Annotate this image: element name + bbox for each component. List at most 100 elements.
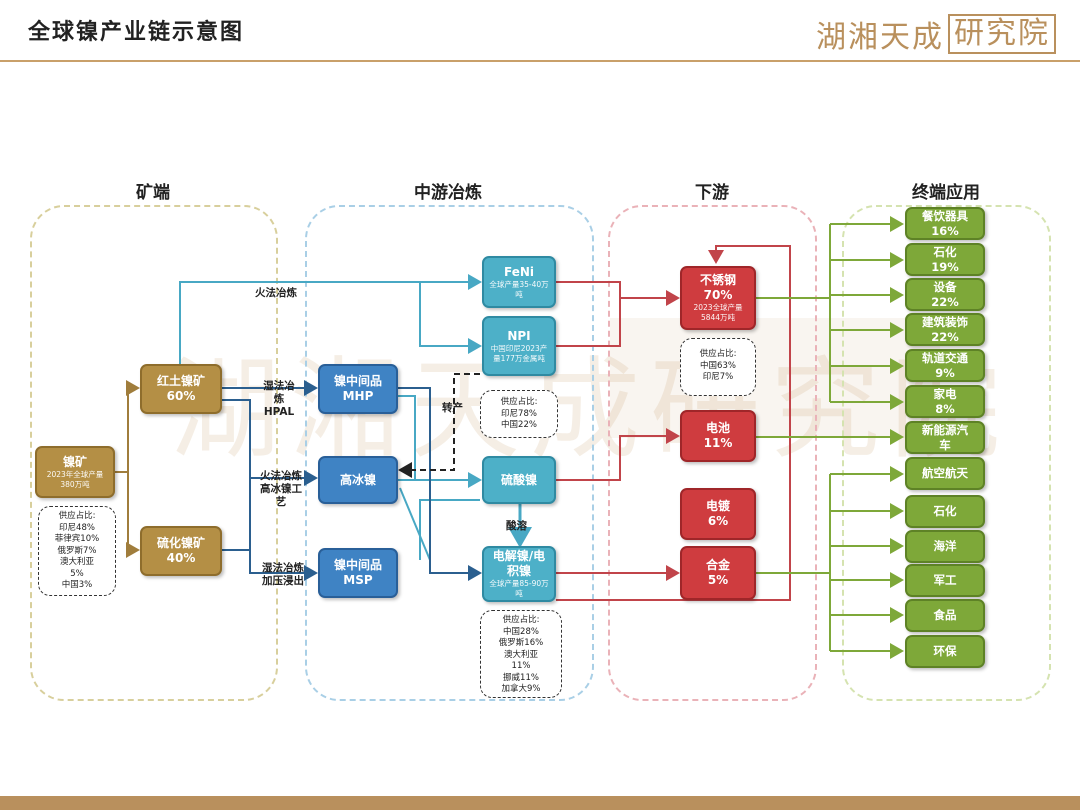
logo-text: 湖湘天成: [816, 20, 944, 55]
node-electro-nickel-name: 电解镍/电积镍: [492, 549, 546, 578]
app-item[interactable]: 设备22%: [905, 278, 985, 311]
app-item[interactable]: 石化19%: [905, 243, 985, 276]
supply-box-ore: 供应占比: 印尼48% 菲律宾10% 俄罗斯7% 澳大利亚 5% 中国3%: [38, 506, 116, 596]
region-midstream: [305, 205, 594, 701]
region-title-terminal: 终端应用: [912, 183, 980, 203]
node-npi-name: NPI: [507, 328, 531, 343]
node-msp[interactable]: 镍中间品MSP: [318, 548, 398, 598]
logo-box-text: 研究院: [948, 14, 1056, 54]
label-acid: 酸溶: [506, 520, 527, 532]
node-stainless-sub: 2023全球产量5844万吨: [693, 303, 743, 322]
label-matte-line: 艺: [275, 496, 287, 508]
supply-ore-line: 澳大利亚: [59, 557, 94, 567]
app-item-label: 餐饮器具16%: [922, 208, 968, 238]
supply-ore-line: 中国3%: [61, 580, 93, 590]
supply-ore-line: 俄罗斯7%: [57, 545, 97, 556]
node-feni[interactable]: FeNi 全球产量35-40万吨: [482, 256, 556, 308]
supply-stainless-line: 供应占比:: [699, 349, 737, 359]
supply-box-stainless: 供应占比: 中国63% 印尼7%: [680, 338, 756, 396]
node-matte[interactable]: 高冰镍: [318, 456, 398, 504]
label-pyro: 火法冶炼: [255, 287, 297, 299]
app-item[interactable]: 航空航天: [905, 457, 985, 490]
region-mine: [30, 205, 278, 701]
app-item[interactable]: 海洋: [905, 530, 985, 563]
app-item[interactable]: 新能源汽车: [905, 421, 985, 454]
node-battery-pct: 11%: [703, 436, 733, 450]
supply-sulfate-line: 中国22%: [501, 420, 537, 430]
app-item-label: 海洋: [933, 539, 957, 553]
node-mhp-name: 镍中间品MHP: [333, 374, 382, 403]
node-plating-name: 电镀: [705, 499, 730, 513]
node-plating-pct: 6%: [707, 514, 729, 528]
region-terminal: [842, 205, 1051, 701]
node-battery-name: 电池: [705, 421, 730, 435]
supply-box-electro: 供应占比: 中国28% 俄罗斯16% 澳大利亚 11% 挪威11% 加拿大9%: [480, 610, 562, 698]
supply-electro-line: 中国28%: [503, 626, 539, 637]
app-item[interactable]: 轨道交通9%: [905, 349, 985, 382]
watermark-shade: [610, 318, 940, 438]
app-item[interactable]: 军工: [905, 564, 985, 597]
supply-sulfate-line: 供应占比:: [500, 397, 538, 407]
supply-ore-line: 印尼48%: [59, 522, 95, 533]
node-sulfide[interactable]: 硫化镍矿 40%: [140, 526, 222, 576]
app-item-label: 建筑装饰22%: [922, 314, 968, 344]
node-sulfide-sub: 40%: [166, 551, 196, 565]
node-stainless-name: 不锈钢: [699, 273, 736, 287]
label-matte-line: 高冰镍工: [260, 483, 302, 495]
app-item[interactable]: 餐饮器具16%: [905, 207, 985, 240]
app-item[interactable]: 家电8%: [905, 385, 985, 418]
node-alloy-name: 合金: [705, 558, 730, 572]
app-item[interactable]: 石化: [905, 495, 985, 528]
app-item-label: 环保: [933, 644, 957, 658]
supply-electro-line: 加拿大9%: [501, 684, 541, 694]
node-nickel-ore-sub: 2023年全球产量380万吨: [46, 469, 104, 489]
node-npi[interactable]: NPI 中国印尼2023产量177万金属吨: [482, 316, 556, 376]
app-item[interactable]: 建筑装饰22%: [905, 313, 985, 346]
supply-electro-line: 供应占比:: [502, 615, 540, 625]
supply-stainless-line: 中国63%: [700, 360, 736, 371]
node-stainless[interactable]: 不锈钢 70% 2023全球产量5844万吨: [680, 266, 756, 330]
label-hpal-line: 炼: [273, 393, 285, 405]
app-item-label: 轨道交通9%: [922, 350, 968, 380]
company-logo: 湖湘天成 研究院: [816, 14, 1056, 55]
node-nickel-ore-name: 镍矿: [62, 454, 87, 469]
supply-box-sulfate: 供应占比: 印尼78% 中国22%: [480, 390, 558, 438]
footer-bar: [0, 796, 1080, 810]
node-stainless-pct: 70%: [703, 288, 733, 302]
node-battery[interactable]: 电池 11%: [680, 410, 756, 462]
label-pressure-leach: 湿法冶炼 加压浸出: [254, 562, 312, 588]
label-hpal: 湿法冶 炼 HPAL: [254, 380, 304, 419]
node-mhp[interactable]: 镍中间品MHP: [318, 364, 398, 414]
label-hpal-line: 湿法冶: [263, 380, 295, 392]
label-leach-line: 加压浸出: [262, 575, 304, 587]
node-sulfide-name: 硫化镍矿: [156, 536, 205, 550]
label-matte-line: 火法冶炼: [260, 470, 302, 482]
page-title: 全球镍产业链示意图: [28, 20, 245, 45]
region-title-mine: 矿端: [136, 183, 170, 203]
header-divider: [0, 60, 1080, 62]
node-electro-nickel-sub: 全球产量85-90万吨: [489, 579, 549, 598]
app-item-label: 设备22%: [931, 279, 959, 309]
app-item-label: 新能源汽车: [922, 422, 968, 452]
supply-electro-line: 澳大利亚: [503, 649, 538, 660]
app-item[interactable]: 环保: [905, 635, 985, 668]
node-laterite-name: 红土镍矿60%: [156, 374, 205, 403]
label-leach-line: 湿法冶炼: [262, 562, 304, 574]
label-hpal-line: HPAL: [263, 406, 295, 418]
region-title-midstream: 中游冶炼: [414, 183, 482, 203]
supply-electro-line: 俄罗斯16%: [498, 638, 544, 648]
node-plating[interactable]: 电镀 6%: [680, 488, 756, 540]
node-nickel-ore[interactable]: 镍矿 2023年全球产量380万吨: [35, 446, 115, 498]
node-nickel-sulfate-name: 硫酸镍: [500, 472, 537, 487]
node-npi-sub: 中国印尼2023产量177万金属吨: [490, 343, 548, 363]
node-nickel-sulfate[interactable]: 硫酸镍: [482, 456, 556, 504]
app-item[interactable]: 食品: [905, 599, 985, 632]
node-laterite[interactable]: 红土镍矿60%: [140, 364, 222, 414]
supply-stainless-line: 印尼7%: [702, 372, 734, 382]
node-msp-name: 镍中间品MSP: [333, 558, 382, 587]
app-item-label: 军工: [933, 573, 957, 587]
node-electro-nickel[interactable]: 电解镍/电积镍 全球产量85-90万吨: [482, 546, 556, 602]
watermark: 湖湘天成研究院: [170, 346, 1010, 474]
node-alloy[interactable]: 合金 5%: [680, 546, 756, 600]
supply-electro-line: 11%: [511, 661, 531, 671]
